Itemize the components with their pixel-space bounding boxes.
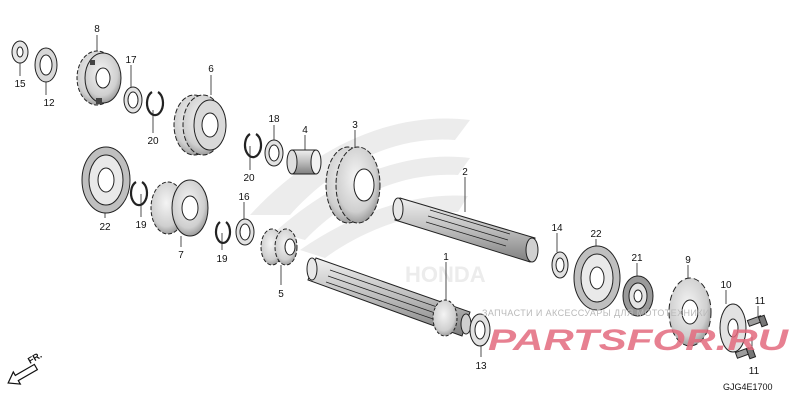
- part-6-gear: [173, 94, 227, 156]
- callout-11b: 11: [749, 366, 760, 377]
- part-5-gear: [260, 228, 298, 266]
- callout-18: 18: [268, 114, 280, 125]
- callout-16: 16: [238, 192, 250, 203]
- callout-13: 13: [475, 361, 487, 372]
- part-17-washer: [123, 86, 143, 114]
- part-22a-bearing: [81, 146, 131, 214]
- part-14-washer: [551, 251, 569, 279]
- part-19a-snap-ring: [129, 181, 149, 207]
- honda-watermark-text: HONDA: [405, 262, 486, 287]
- callout-5: 5: [278, 289, 284, 300]
- callout-14: 14: [551, 223, 563, 234]
- callout-19a: 19: [135, 220, 147, 231]
- part-8-gear: [76, 50, 122, 106]
- callout-17: 17: [125, 55, 137, 66]
- part-11b-bolt: [734, 346, 757, 360]
- part-22b-bearing: [573, 245, 621, 311]
- watermark-logo: PARTSFOR.RU: [488, 324, 790, 357]
- part-4-bushing: [286, 149, 322, 175]
- callout-20b: 20: [243, 173, 255, 184]
- callout-12: 12: [43, 98, 55, 109]
- callout-10: 10: [720, 280, 732, 291]
- part-10-fixing-plate: [719, 303, 747, 353]
- arrow-left-icon: [7, 363, 39, 385]
- callout-22b: 22: [590, 229, 602, 240]
- callout-19b: 19: [216, 254, 228, 265]
- callout-2: 2: [462, 167, 468, 178]
- callout-9: 9: [685, 255, 691, 266]
- watermark-slogan: ЗАПЧАСТИ И АКСЕССУАРЫ ДЛЯ МОТОТЕХНИКИ: [482, 308, 710, 318]
- part-21-oil-seal: [622, 275, 654, 317]
- part-11a-bolt: [746, 314, 769, 328]
- part-3-gear: [325, 146, 381, 224]
- site-watermark: ЗАПЧАСТИ И АКСЕССУАРЫ ДЛЯ МОТОТЕХНИКИ PA…: [482, 308, 790, 357]
- callout-7: 7: [178, 250, 184, 261]
- part-19b-snap-ring: [214, 221, 232, 245]
- direction-label: FR.: [26, 350, 44, 366]
- callout-3: 3: [352, 120, 358, 131]
- part-20b-snap-ring: [243, 133, 263, 159]
- part-13-washer: [469, 313, 491, 347]
- callout-15: 15: [14, 79, 26, 90]
- part-9-drive-sprocket: [668, 277, 712, 347]
- part-1-mainshaft: [306, 257, 472, 337]
- part-2-countershaft: [392, 197, 539, 263]
- callout-6: 6: [208, 64, 214, 75]
- callout-4: 4: [302, 125, 308, 136]
- leader-lines: [19, 35, 759, 357]
- callout-22a: 22: [99, 222, 111, 233]
- callout-8: 8: [94, 24, 100, 35]
- diagram-code: GJG4E1700: [723, 382, 773, 392]
- part-18-washer: [264, 139, 284, 167]
- callout-1: 1: [443, 252, 449, 263]
- part-16-washer: [235, 218, 255, 246]
- callout-labels: 8 17 15 12 6 20 18 4 20 3 2 22 19 7 16 1…: [14, 24, 765, 377]
- part-15-washer: [11, 40, 29, 64]
- callout-11a: 11: [755, 296, 766, 307]
- callout-21: 21: [631, 253, 643, 264]
- part-7-gear: [150, 179, 209, 237]
- front-direction-indicator: FR.: [7, 350, 44, 385]
- callout-20a: 20: [147, 136, 159, 147]
- part-12-washer: [34, 47, 58, 83]
- part-20a-snap-ring: [145, 91, 165, 117]
